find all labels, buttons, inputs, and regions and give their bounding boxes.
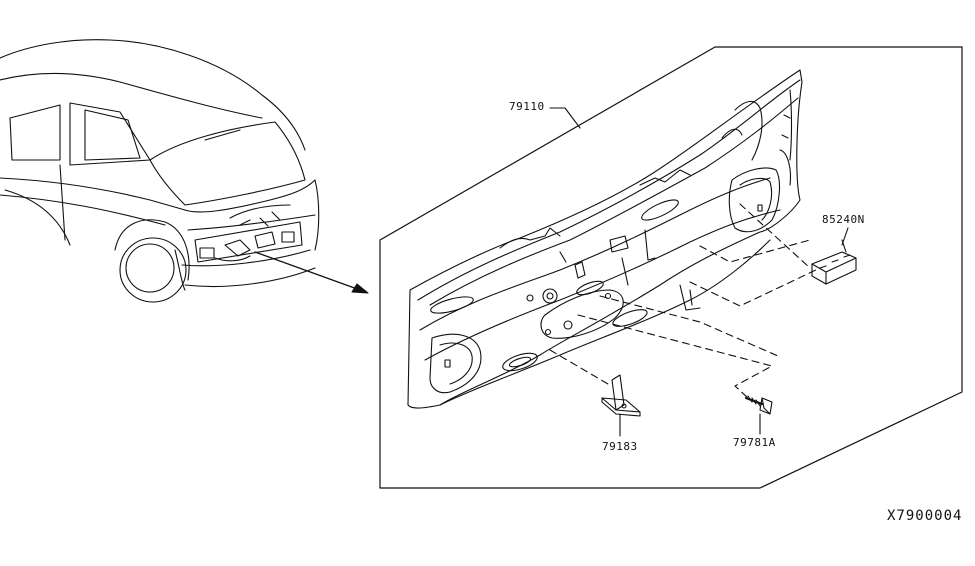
label-79781a: 79781A	[733, 436, 776, 449]
label-79183: 79183	[602, 440, 638, 453]
assembly-dashes	[549, 203, 821, 399]
leader-lines	[549, 107, 849, 437]
label-85240n: 85240N	[822, 213, 865, 226]
clip-85240n-illustration	[811, 239, 857, 285]
bracket-79183-illustration	[601, 374, 641, 417]
pointer-arrow	[254, 251, 369, 294]
frame-box	[379, 46, 963, 489]
bolt-79781a-illustration	[744, 395, 773, 415]
car-illustration	[0, 39, 320, 303]
rear-panel-illustration	[407, 69, 803, 409]
label-79110: 79110	[509, 100, 545, 113]
reference-code: X7900004	[887, 508, 963, 524]
